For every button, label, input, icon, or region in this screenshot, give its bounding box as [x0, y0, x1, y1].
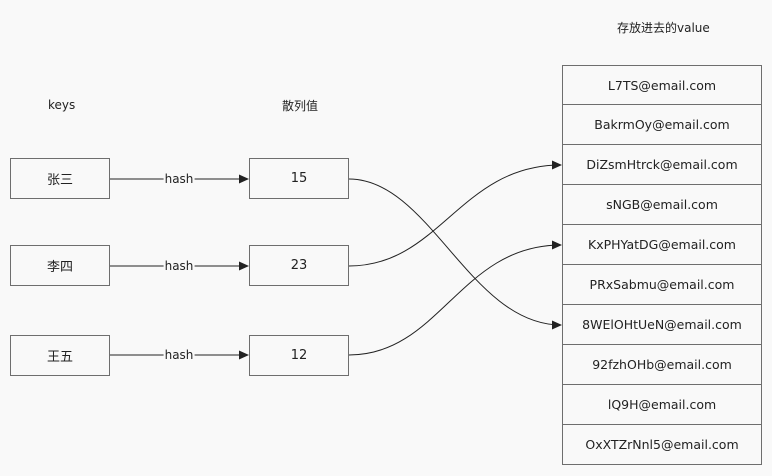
- value-cell: L7TS@email.com: [562, 65, 762, 105]
- link-23-to-value: [348, 160, 562, 267]
- value-cell: sNGB@email.com: [562, 185, 762, 225]
- value-cell: DiZsmHtrck@email.com: [562, 145, 762, 185]
- link-12-to-value: [348, 240, 562, 356]
- edge-label-row-3: hash: [163, 348, 195, 362]
- link-15-to-value: [348, 178, 562, 330]
- edge-label-row-1: hash: [163, 172, 195, 186]
- value-cell: BakrmOy@email.com: [562, 105, 762, 145]
- value-cell: 8WElOHtUeN@email.com: [562, 305, 762, 345]
- value-cell: lQ9H@email.com: [562, 385, 762, 425]
- key-node-3: 王五: [10, 335, 110, 376]
- hash-values-header: 散列值: [282, 99, 319, 113]
- value-cell: KxPHYatDG@email.com: [562, 225, 762, 265]
- value-table: L7TS@email.com BakrmOy@email.com DiZsmHt…: [562, 65, 762, 465]
- stored-values-header: 存放进去的value: [617, 21, 710, 35]
- key-node-1: 张三: [10, 158, 110, 199]
- keys-header: keys: [48, 98, 76, 112]
- hash-node-3: 12: [249, 335, 349, 376]
- edge-label-row-2: hash: [163, 259, 195, 273]
- hash-node-1: 15: [249, 158, 349, 199]
- value-cell: 92fzhOHb@email.com: [562, 345, 762, 385]
- value-cell: PRxSabmu@email.com: [562, 265, 762, 305]
- key-node-2: 李四: [10, 245, 110, 286]
- value-cell: OxXTZrNnl5@email.com: [562, 425, 762, 465]
- hash-node-2: 23: [249, 245, 349, 286]
